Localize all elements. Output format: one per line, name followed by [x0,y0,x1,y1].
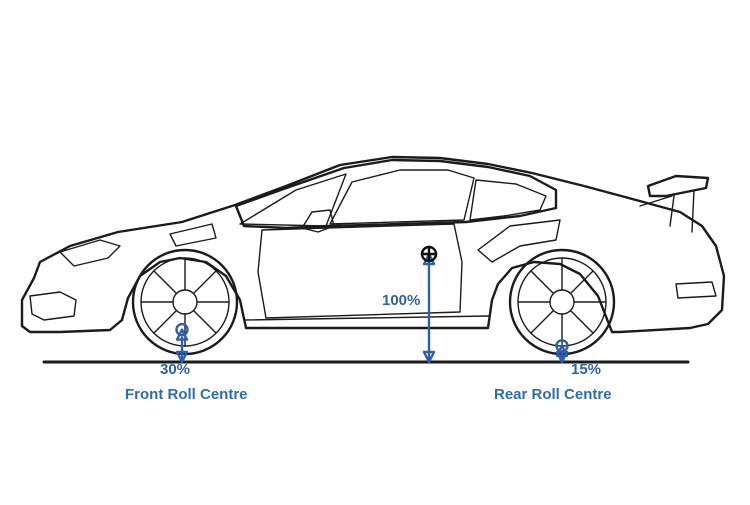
front-roll-centre-percent: 30% [160,361,191,378]
front-bumper-vent [29,291,77,321]
cog-height-percent: 100% [382,292,421,309]
cog-height-arrow-head [422,252,436,266]
rear-roll-centre-arrow-dot [555,339,569,353]
rear-quarter-window [469,179,547,221]
front-wheel [131,248,239,356]
side-mirror [301,209,335,233]
rear-roll-centre-percent: 15% [571,361,602,378]
side-window [329,169,475,225]
cog-quadrant-bottom-right [427,252,438,263]
headlight [59,239,121,267]
car-roofline [234,158,558,230]
cog-height-arrow-tail [422,350,436,364]
front-roll-centre-arrow-dot [175,322,189,337]
door-outline [257,223,463,319]
car-body-outline [20,155,726,334]
cog-quadrant-top-left [420,245,431,256]
tail-light [675,281,717,299]
rear-wheel [508,248,616,356]
rear-roll-centre-label: Rear Roll Centre [494,386,612,403]
rear-wing [646,174,710,198]
windshield [239,173,347,227]
side-intake [477,219,561,263]
front-hood-vent [169,223,217,247]
annotation-layer [175,245,569,364]
front-roll-centre-label: Front Roll Centre [125,386,248,403]
side-skirt [245,315,489,321]
wing-stand [639,189,695,233]
front-roll-centre-arrow-tail [175,350,189,364]
